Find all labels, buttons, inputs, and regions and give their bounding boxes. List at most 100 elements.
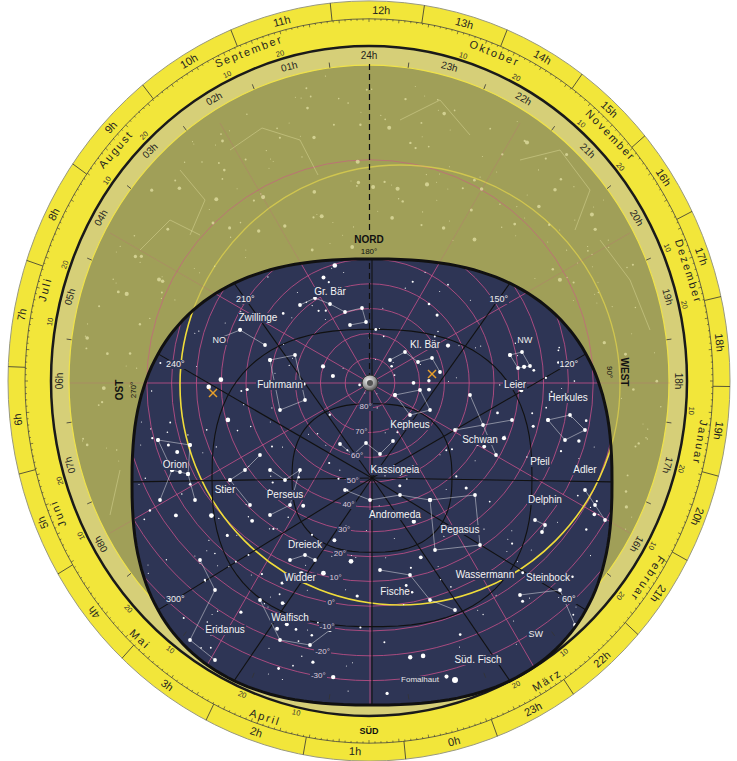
day-tick	[268, 35, 269, 37]
day-tick	[428, 735, 430, 738]
day-tick	[98, 603, 99, 604]
day-tick	[197, 692, 199, 695]
constellation-line	[345, 490, 430, 500]
faint-star	[98, 305, 100, 307]
time-label: 18h	[713, 332, 726, 351]
star-dot	[451, 448, 453, 450]
day-tick	[157, 665, 158, 666]
faint-star	[612, 306, 613, 307]
bright-star	[452, 677, 458, 683]
day-tick	[560, 81, 562, 82]
star-dot	[313, 558, 317, 562]
constellation-line	[510, 352, 530, 368]
faint-star	[312, 136, 315, 139]
day-tick	[148, 104, 150, 106]
day-tick	[689, 504, 692, 505]
star-dot	[396, 431, 398, 433]
faint-star	[420, 224, 422, 226]
ring-divider	[25, 19, 713, 743]
faint-star	[590, 213, 594, 217]
star-dot	[301, 656, 302, 657]
azimuth-label: 300°	[165, 595, 186, 604]
day-tick	[386, 19, 387, 21]
hour-tick	[484, 84, 486, 89]
day-tick	[711, 393, 713, 394]
azimuth-line	[372, 351, 590, 478]
day-tick	[656, 577, 657, 579]
star-dot	[494, 453, 498, 457]
hour-tick	[127, 573, 131, 576]
star-dot	[167, 431, 169, 433]
star-dot	[596, 500, 598, 502]
faint-star	[209, 209, 210, 210]
star-dot	[328, 462, 330, 464]
hour-tick	[330, 3, 332, 21]
day-tick	[534, 696, 536, 698]
hour-tick	[127, 185, 131, 188]
faint-star	[245, 158, 247, 160]
hour-tick	[143, 85, 154, 99]
star-dot	[356, 594, 359, 597]
star-dot	[482, 445, 486, 449]
faint-star	[380, 115, 381, 116]
pivot-pin	[362, 375, 378, 391]
faint-star	[82, 440, 83, 441]
star-dot	[360, 306, 364, 310]
declination-label: 0°	[326, 599, 336, 607]
star-dot	[482, 614, 483, 615]
star-dot	[307, 630, 308, 631]
faint-star	[496, 172, 497, 173]
constellation-line	[300, 298, 366, 325]
star-dot	[238, 328, 242, 332]
star-dot	[557, 522, 558, 523]
star-dot	[521, 571, 524, 574]
faint-star	[442, 112, 446, 116]
day-tick	[207, 699, 209, 701]
faint-star	[350, 245, 354, 249]
star-dot	[378, 568, 382, 572]
day-tick	[62, 544, 64, 546]
star-dot	[226, 418, 231, 423]
star-dot	[292, 358, 293, 359]
day-tick	[508, 50, 510, 52]
constellation-line	[188, 474, 195, 500]
star-dot	[214, 553, 216, 555]
day-tick	[491, 43, 493, 45]
star-dot	[557, 349, 559, 351]
faint-star	[647, 438, 648, 439]
faint-star	[534, 278, 535, 279]
day-tick	[646, 168, 647, 169]
faint-star	[655, 380, 658, 383]
star-dot	[346, 665, 347, 666]
star-dot	[303, 553, 307, 557]
day-tick	[480, 722, 482, 724]
constellation-line	[395, 390, 430, 415]
day-tick	[28, 330, 30, 331]
day-tick	[68, 555, 69, 557]
faint-star	[527, 194, 528, 195]
day-tick	[139, 649, 140, 650]
constellation-line	[430, 495, 480, 550]
day-tick	[682, 527, 684, 529]
hour-tick	[303, 737, 306, 755]
star-dot	[279, 593, 281, 595]
star-dot	[186, 472, 190, 476]
day-tick	[668, 205, 669, 207]
hour-circle	[370, 383, 710, 384]
day-tick	[126, 125, 128, 127]
faint-star	[402, 200, 404, 202]
faint-star	[574, 220, 575, 221]
star-dot	[268, 648, 269, 649]
hour-tick	[552, 632, 555, 636]
faint-star	[516, 206, 517, 207]
faint-star	[283, 224, 286, 227]
constellation-name: Gr. Bär	[313, 287, 347, 297]
star-dot	[428, 303, 431, 306]
faint-star	[420, 122, 422, 124]
faint-star	[192, 141, 193, 142]
day-tick	[709, 412, 712, 413]
faint-star	[454, 110, 456, 112]
star-dot	[228, 478, 232, 482]
faint-star	[566, 277, 567, 278]
day-tick	[524, 58, 526, 60]
